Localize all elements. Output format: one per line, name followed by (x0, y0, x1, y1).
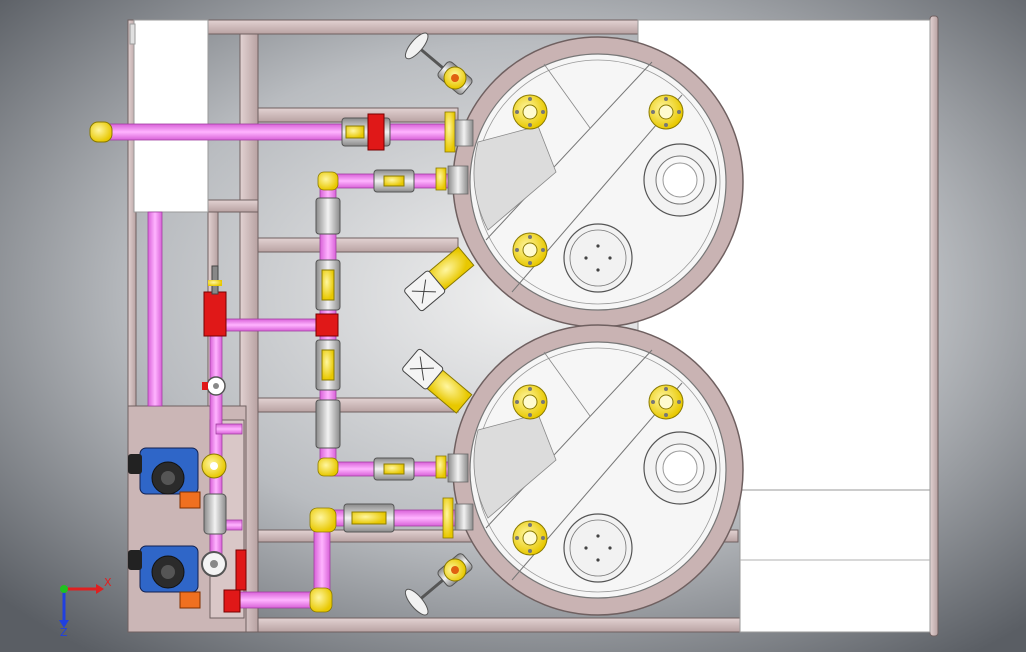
x-axis-label: X (104, 576, 112, 589)
inline-valve-upper[interactable] (373, 169, 415, 193)
elbow-bottom[interactable] (309, 587, 333, 613)
globe-valve-bottom[interactable] (402, 547, 478, 618)
ball-valve-inlet[interactable] (341, 113, 391, 151)
inlet-end-cap[interactable] (89, 121, 113, 143)
frame-right-rail (929, 15, 939, 637)
fittings[interactable] (309, 111, 474, 613)
lower-tank-port-1[interactable] (512, 384, 548, 420)
elbow-lower[interactable] (317, 457, 339, 477)
manifold-valve-4[interactable] (315, 399, 341, 449)
upper-tank-port-3[interactable] (512, 232, 548, 268)
lower-tank-port-2[interactable] (648, 384, 684, 420)
pipe-cross-left[interactable] (213, 318, 327, 332)
manifold-tee[interactable] (315, 313, 339, 337)
inline-valve-inlet-lower[interactable] (343, 503, 395, 533)
control-box-hinge (129, 23, 136, 45)
upper-tank-port-1[interactable] (512, 94, 548, 130)
valves[interactable] (89, 30, 478, 619)
frame-crossbar-5 (207, 199, 259, 213)
y-axis-dot (60, 585, 68, 593)
pump-2[interactable] (128, 545, 247, 613)
lower-tank[interactable] (452, 324, 744, 616)
z-axis-label: Z (60, 626, 68, 639)
pipe-vertical-left[interactable] (147, 211, 163, 407)
pipe-inlet-main[interactable] (109, 123, 456, 141)
lower-tank-port-3[interactable] (512, 520, 548, 556)
frame-crossbar-3 (257, 397, 459, 413)
globe-valve-top[interactable] (402, 30, 478, 101)
pump-1[interactable] (128, 447, 227, 535)
relief-valve[interactable] (203, 265, 227, 337)
manifold-valve-3[interactable] (315, 339, 341, 391)
upper-tank[interactable] (452, 36, 744, 328)
lower-tank-manway[interactable] (563, 513, 633, 583)
drain-valve-upper[interactable] (403, 245, 475, 312)
frame-crossbar-2 (257, 237, 459, 253)
inline-valve-lower[interactable] (373, 457, 415, 481)
upper-tank-port-2[interactable] (648, 94, 684, 130)
control-box[interactable] (133, 19, 209, 213)
frame-top-rail (207, 19, 641, 35)
axis-triad: X Z (59, 576, 112, 639)
manifold-valve-2[interactable] (315, 259, 341, 311)
gauge-left[interactable] (202, 376, 226, 396)
drain-valve-lower[interactable] (401, 348, 473, 414)
right-panel-lower (739, 489, 931, 633)
upper-tank-manway[interactable] (563, 223, 633, 293)
manifold-valve-1[interactable] (315, 197, 341, 235)
elbow-top[interactable] (317, 171, 339, 191)
elbow-inlet[interactable] (309, 507, 337, 533)
